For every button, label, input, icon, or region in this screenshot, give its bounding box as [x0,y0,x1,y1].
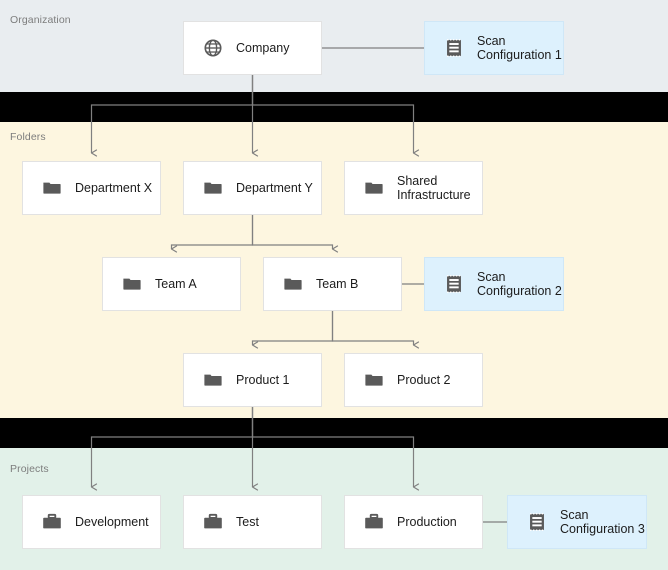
briefcase-icon [43,513,61,529]
node-label-department-y: Department Y [236,180,313,195]
receipt-icon [530,513,544,531]
node-company[interactable]: Company [183,21,322,75]
node-team-a[interactable]: Team A [102,257,241,311]
globe-icon [204,39,222,57]
node-shared-infrastructure[interactable]: Shared Infrastructure [344,161,483,215]
node-label-scan-config-3: Scan Configuration 3 [560,507,645,537]
folder-icon [204,182,222,194]
folders-projects-separator [0,418,668,448]
node-department-x[interactable]: Department X [22,161,161,215]
node-label-test: Test [236,514,259,529]
node-team-b[interactable]: Team B [263,257,402,311]
node-label-production: Production [397,514,457,529]
node-label-team-b: Team B [316,276,359,291]
node-production[interactable]: Production [344,495,483,549]
folder-icon [43,182,61,194]
section-band-organization [0,0,668,92]
node-label-team-a: Team A [155,276,197,291]
node-label-company: Company [236,40,290,55]
folder-icon [123,278,141,290]
node-label-department-x: Department X [75,180,153,195]
node-product-2[interactable]: Product 2 [344,353,483,407]
section-label-projects: Projects [10,463,49,475]
folder-icon [365,374,383,386]
node-development[interactable]: Development [22,495,161,549]
node-department-y[interactable]: Department Y [183,161,322,215]
org-folders-separator [0,92,668,122]
briefcase-icon [365,513,383,529]
node-scan-config-2[interactable]: Scan Configuration 2 [424,257,564,311]
node-label-development: Development [75,514,149,529]
node-label-scan-config-2: Scan Configuration 2 [477,269,562,299]
node-label-product-1: Product 1 [236,372,290,387]
node-test[interactable]: Test [183,495,322,549]
node-scan-config-3[interactable]: Scan Configuration 3 [507,495,647,549]
receipt-icon [447,39,461,57]
section-label-folders: Folders [10,131,46,143]
folder-icon [365,182,383,194]
node-product-1[interactable]: Product 1 [183,353,322,407]
node-label-product-2: Product 2 [397,372,451,387]
node-label-shared-infrastructure: Shared Infrastructure [397,173,471,203]
folder-icon [204,374,222,386]
folder-icon [284,278,302,290]
node-scan-config-1[interactable]: Scan Configuration 1 [424,21,564,75]
briefcase-icon [204,513,222,529]
node-label-scan-config-1: Scan Configuration 1 [477,33,562,63]
section-label-organization: Organization [10,14,71,26]
receipt-icon [447,275,461,293]
